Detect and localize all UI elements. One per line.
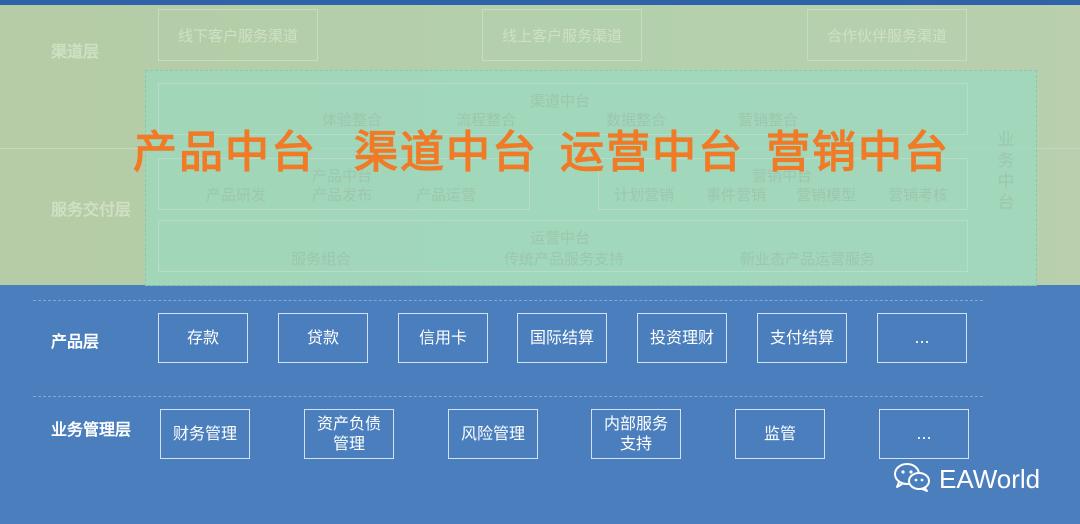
service-layer-label: 服务交付层 (51, 200, 132, 219)
mgmt-box-risk: 风险管理 (448, 409, 538, 459)
marketing-center-box (598, 158, 968, 210)
marketing-center-title: 营销中台 (752, 167, 813, 185)
wechat-icon (893, 461, 931, 497)
dashed-divider (33, 300, 983, 301)
channel-box-partner: 合作伙伴服务渠道 (807, 9, 967, 61)
mgmt-box-supervision: 监管 (735, 409, 825, 459)
channel-box-offline: 线下客户服务渠道 (158, 9, 318, 61)
mgmt-box-more: ... (879, 409, 969, 459)
product-box-deposit: 存款 (158, 313, 248, 363)
mgmt-box-alm: 资产负债 管理 (304, 409, 394, 459)
top-bar (0, 0, 1080, 5)
overlay-title-product: 产品中台 (133, 127, 317, 178)
channel-center-item: 流程整合 (456, 111, 517, 129)
operation-center-item: 服务组合 (291, 250, 352, 268)
product-box-wealth: 投资理财 (637, 313, 727, 363)
channel-layer-label: 渠道层 (51, 42, 100, 61)
product-center-item: 产品运营 (416, 186, 477, 204)
channel-box-online: 线上客户服务渠道 (482, 9, 642, 61)
middle-platform-overlay (145, 70, 1037, 286)
overlay-title-operation: 运营中台 (560, 127, 744, 178)
brand-name: EAWorld (939, 463, 1041, 494)
marketing-center-item: 营销模型 (796, 186, 857, 204)
channel-center-title: 渠道中台 (530, 92, 591, 110)
product-box-intl-settlement: 国际结算 (517, 313, 607, 363)
operation-center-item: 新业态产品运营服务 (740, 250, 876, 268)
channel-center-item: 数据整合 (606, 111, 667, 129)
channel-center-item: 体验整合 (322, 111, 383, 129)
channel-center-item: 营销整合 (738, 111, 799, 129)
marketing-center-item: 事件营销 (706, 186, 767, 204)
product-center-box (158, 158, 530, 210)
operation-center-title: 运营中台 (530, 229, 591, 247)
marketing-center-item: 计划营销 (614, 186, 675, 204)
brand-watermark: EAWorld (893, 461, 1040, 497)
product-box-more: ... (877, 313, 967, 363)
overlay-title-channel: 渠道中台 (354, 127, 538, 178)
product-box-credit-card: 信用卡 (398, 313, 488, 363)
product-box-loan: 贷款 (278, 313, 368, 363)
overlay-title-marketing: 营销中台 (766, 127, 950, 178)
operation-center-item: 传统产品服务支持 (504, 250, 625, 268)
mgmt-box-finance: 财务管理 (160, 409, 250, 459)
operation-center-box (158, 220, 968, 272)
product-center-title: 产品中台 (312, 167, 373, 185)
product-center-item: 产品研发 (206, 186, 267, 204)
marketing-center-item: 营销考核 (888, 186, 949, 204)
dashed-divider (33, 396, 983, 397)
channel-center-box (158, 83, 968, 135)
product-box-payment: 支付结算 (757, 313, 847, 363)
product-layer-label: 产品层 (51, 332, 100, 351)
management-layer-label: 业务管理层 (51, 420, 132, 439)
business-center-vertical-label: 业务中台 (997, 130, 1015, 213)
product-center-item: 产品发布 (312, 186, 373, 204)
mgmt-box-internal-service: 内部服务 支持 (591, 409, 681, 459)
